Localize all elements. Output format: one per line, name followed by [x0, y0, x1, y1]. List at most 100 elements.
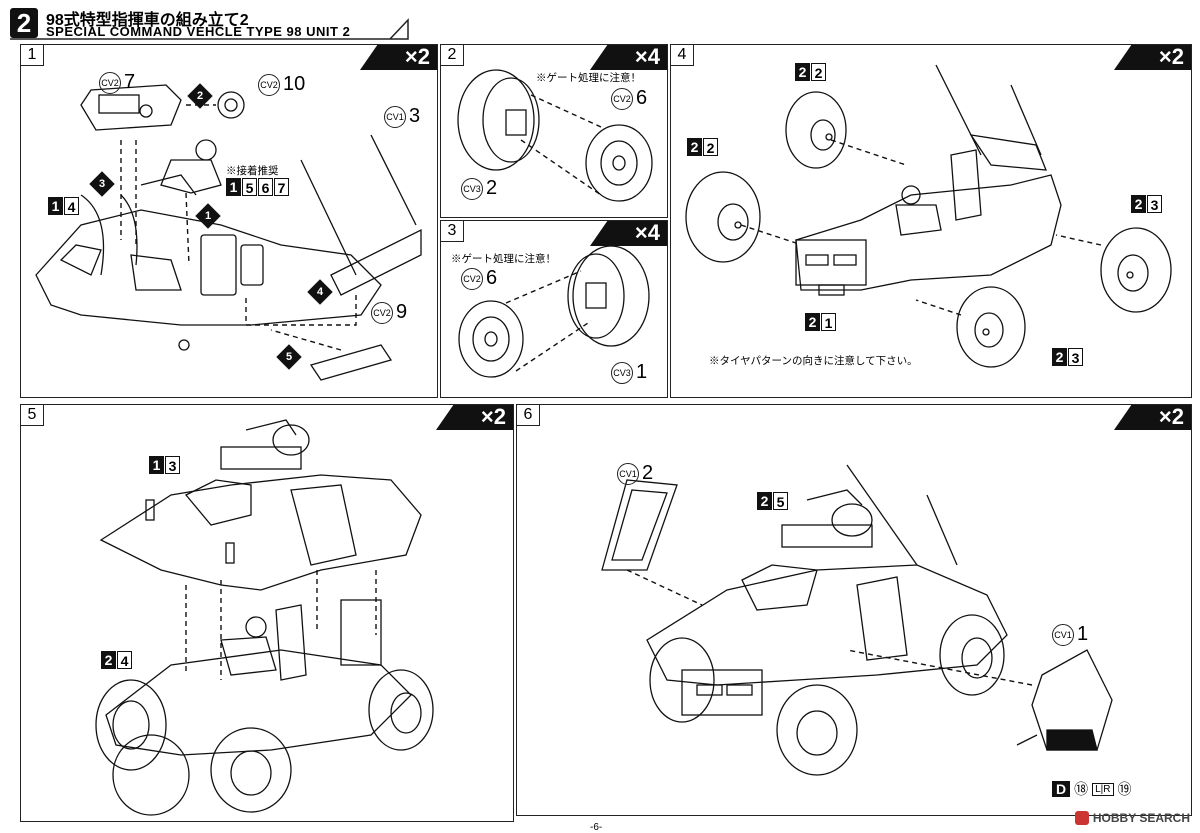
panel-number: 3	[441, 221, 464, 242]
runner-label: CV2	[99, 71, 121, 94]
part-digit: 2	[1131, 195, 1146, 213]
part-digit: 7	[274, 178, 289, 196]
quantity-text: ×4	[634, 44, 660, 69]
part-number: 2	[486, 177, 498, 199]
part-digit: 2	[703, 138, 718, 156]
step-marker-text: 1	[204, 210, 212, 222]
brand-text: HOBBY SEARCH	[1092, 811, 1190, 825]
quantity-badge: ×4	[590, 220, 667, 246]
part-number: 1	[1077, 623, 1089, 645]
part-number: 3	[409, 105, 421, 127]
part-digit: 3	[1147, 195, 1162, 213]
part-number: 6	[486, 267, 498, 289]
panel-1-illustration	[35, 84, 422, 381]
watermark: HOBBY SEARCH	[1074, 811, 1190, 825]
quantity-badge: ×4	[590, 44, 667, 70]
decal-legend: D ⑱ L|R ⑲	[1052, 779, 1132, 799]
part-digit: 2	[687, 138, 702, 156]
brand-logo-icon	[1074, 811, 1089, 825]
quantity-text: ×2	[480, 404, 506, 429]
panel-4-illustration	[685, 64, 1172, 368]
gate-note: ※ゲート処理に注意！	[536, 72, 641, 84]
panel-number: 5	[21, 405, 44, 426]
header: 2 98式特型指揮車の組み立て2 SPECIAL COMMAND VEHCLE …	[10, 6, 410, 40]
panel-6-illustration	[601, 464, 1113, 776]
part-number: 10	[283, 73, 306, 95]
runner-label: CV2	[371, 301, 393, 324]
part-number: 6	[636, 87, 648, 109]
panel-number: 6	[517, 405, 540, 426]
part-number: 7	[124, 71, 136, 93]
part-digit: 4	[117, 651, 132, 669]
runner-label: CV1	[1052, 623, 1074, 646]
quantity-badge: ×2	[436, 404, 513, 430]
step-marker-text: 3	[98, 178, 106, 190]
quantity-badge: ×2	[1114, 44, 1191, 70]
panel-5-illustration	[95, 419, 434, 816]
page-title-en: SPECIAL COMMAND VEHCLE TYPE 98 UNIT 2	[46, 24, 351, 39]
quantity-text: ×2	[1158, 404, 1184, 429]
step-marker-text: 2	[196, 90, 204, 102]
quantity-badge: ×2	[1114, 404, 1191, 430]
decal-sheet-label: D	[1052, 781, 1071, 797]
panel-number: 1	[21, 45, 44, 66]
part-digit: 3	[165, 456, 180, 474]
runner-label: CV1	[384, 105, 406, 128]
page-number: -6-	[590, 822, 603, 833]
header-banner	[10, 18, 409, 40]
quantity-text: ×2	[1158, 44, 1184, 69]
gate-note: ※ゲート処理に注意！	[451, 253, 556, 265]
runner-label: CV2	[461, 267, 483, 290]
quantity-badge: ×2	[360, 45, 437, 70]
part-digit: 5	[773, 492, 788, 510]
quantity-text: ×4	[634, 220, 660, 245]
runner-label: CV1	[617, 462, 639, 485]
part-digit: 2	[757, 492, 772, 510]
panel-number: 2	[441, 45, 464, 66]
part-number: 2	[642, 462, 654, 484]
part-digit: 4	[64, 197, 79, 215]
tire-pattern-note: ※タイヤパターンの向きに注意して下さい。	[709, 355, 918, 367]
left-right-icon: L|R	[1092, 782, 1114, 796]
part-digit: 2	[795, 63, 810, 81]
part-digit: 1	[226, 178, 241, 196]
part-digit: 2	[805, 313, 820, 331]
part-digit: 1	[821, 313, 836, 331]
part-digit: 1	[149, 456, 164, 474]
panel-number: 4	[671, 45, 694, 66]
part-digit: 2	[1052, 348, 1067, 366]
step-marker-text: 5	[285, 351, 293, 363]
panel-3-illustration	[458, 245, 650, 378]
step-badge: 2	[10, 8, 38, 38]
decal-number: ⑲	[1117, 781, 1132, 797]
part-digit: 1	[48, 197, 63, 215]
part-digit: 5	[242, 178, 257, 196]
part-digit: 2	[811, 63, 826, 81]
decal-number: ⑱	[1074, 781, 1089, 797]
runner-label: CV2	[611, 87, 633, 110]
panel-2-illustration	[457, 69, 653, 202]
part-number: 9	[396, 301, 408, 323]
runner-label: CV2	[258, 73, 280, 96]
runner-label: CV3	[461, 177, 483, 200]
